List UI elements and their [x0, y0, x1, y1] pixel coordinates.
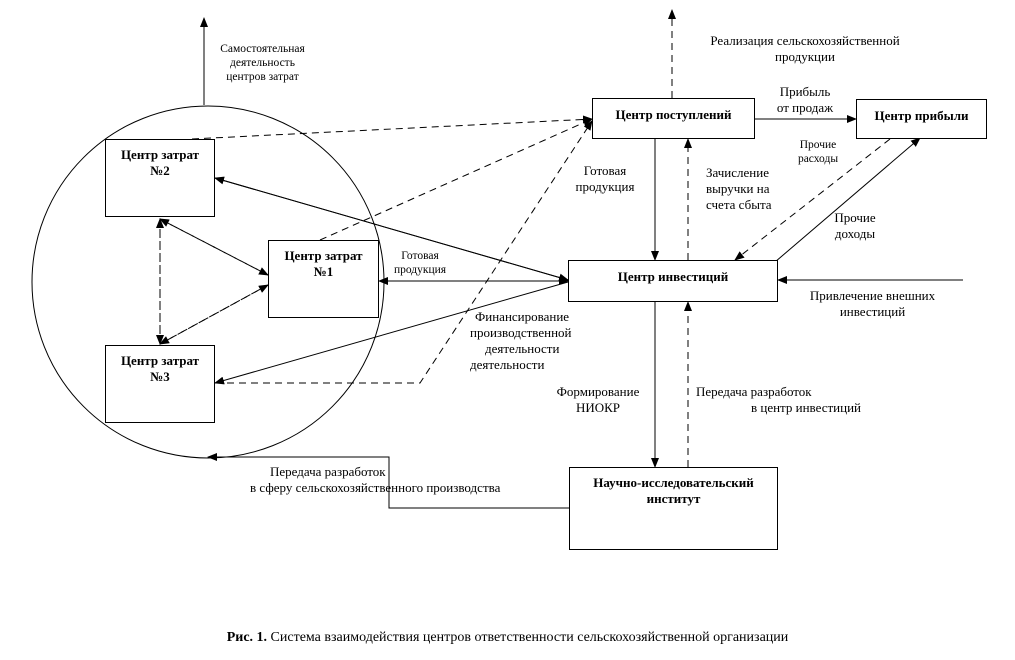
label-line: Привлечение внешних	[809, 288, 936, 303]
revenue-center-title: Центр поступлений	[615, 107, 732, 122]
label-line: доходы	[834, 226, 876, 241]
dashed-cc2-to-revenue	[191, 115, 593, 140]
label-rnd-formation: Формирование НИОКР	[548, 384, 648, 416]
label-line: Передача разработок	[696, 384, 812, 399]
label-production-financing: Финансирование производственной деятельн…	[470, 309, 590, 373]
label-line: Зачисление	[706, 165, 769, 180]
label-line: Прочие	[834, 210, 876, 225]
cost-center-2-title: Центр затрат	[120, 147, 200, 162]
dashed-cc3-to-cc1	[159, 284, 269, 345]
label-developments-to-agri-production: Передача разработок в сферу сельскохозяй…	[240, 464, 560, 496]
label-other-expenses: Прочие расходы	[785, 138, 851, 166]
cost-center-3-title: Центр затрат	[120, 353, 200, 368]
label-line: деятельности	[470, 357, 545, 372]
arrow-investment-to-cc3	[214, 281, 569, 385]
label-line: деятельность	[230, 57, 295, 69]
research-institute-title-line1: Научно-исследовательский	[593, 475, 754, 490]
cost-center-1-box: Центр затрат №1	[268, 240, 379, 318]
cost-center-1-number: №1	[313, 264, 334, 279]
figure-caption: Рис. 1. Система взаимодействия центров о…	[0, 630, 1015, 646]
label-line: Передача разработок	[270, 464, 386, 479]
label-line: Готовая	[401, 250, 439, 262]
label-line: от продаж	[776, 100, 834, 115]
dashed-cc1-to-revenue	[319, 118, 593, 241]
arrow-institute-to-agri-production	[207, 453, 569, 509]
dashed-cc2-to-cc1	[159, 218, 269, 276]
cost-center-3-box: Центр затрат №3	[105, 345, 215, 423]
label-line: в центр инвестиций	[750, 400, 861, 415]
label-line: производственной	[470, 325, 572, 340]
label-line: продукция	[393, 264, 447, 276]
cost-center-2-box: Центр затрат №2	[105, 139, 215, 217]
research-institute-title-line2: институт	[646, 491, 701, 506]
investment-center-title: Центр инвестиций	[617, 269, 729, 284]
label-line: Финансирование	[475, 309, 570, 324]
label-line: НИОКР	[575, 400, 621, 415]
label-line: инвестиций	[839, 304, 906, 319]
cost-center-1-title: Центр затрат	[284, 248, 363, 263]
label-developments-to-investment-center: Передача разработок в центр инвестиций	[696, 384, 861, 416]
cost-center-2-number: №2	[150, 163, 170, 178]
label-line: Прибыль	[779, 84, 831, 99]
profit-center-title: Центр прибыли	[874, 108, 969, 123]
cost-center-3-number: №3	[150, 369, 170, 384]
label-line: центров затрат	[226, 71, 299, 83]
label-independent-activity: Самостоятельная деятельность центров зат…	[205, 42, 320, 84]
label-line: Готовая	[583, 163, 627, 178]
label-sales-of-agri-products: Реализация сельскохозяйственной продукци…	[685, 33, 925, 65]
caption-prefix: Рис. 1.	[226, 630, 268, 645]
research-institute-box: Научно-исследовательский институт	[569, 467, 778, 550]
label-finished-products-upper: Готовая продукция	[565, 163, 645, 195]
label-line: Прочие	[799, 139, 837, 151]
dashed-profit-to-investment	[734, 138, 891, 261]
label-line: продукция	[575, 179, 635, 194]
label-line: расходы	[797, 153, 839, 165]
label-attracting-external-investment: Привлечение внешних инвестиций	[785, 288, 960, 320]
label-line: счета сбыта	[706, 197, 772, 212]
label-revenue-transfer: Зачисление выручки на счета сбыта	[706, 165, 786, 213]
caption-text: Система взаимодействия центров ответстве…	[267, 630, 789, 645]
label-finished-products-lower: Готовая продукция	[385, 249, 455, 277]
label-line: Самостоятельная	[220, 43, 305, 55]
label-line: Реализация сельскохозяйственной	[710, 33, 900, 48]
label-line: Формирование	[556, 384, 640, 399]
label-line: выручки на	[706, 181, 770, 196]
label-profit-from-sales: Прибыль от продаж	[760, 84, 850, 116]
arrow-investment-to-profit	[774, 137, 921, 263]
dashed-cc3-to-revenue	[215, 120, 593, 384]
profit-center-box: Центр прибыли	[856, 99, 987, 139]
label-line: в сферу сельскохозяйственного производст…	[250, 480, 501, 495]
label-line: продукции	[775, 49, 835, 64]
arrow-cc2-to-investment	[214, 177, 569, 282]
label-other-income: Прочие доходы	[822, 210, 888, 242]
investment-center-box: Центр инвестиций	[568, 260, 778, 302]
label-line: деятельности	[485, 341, 560, 356]
revenue-center-box: Центр поступлений	[592, 98, 755, 139]
